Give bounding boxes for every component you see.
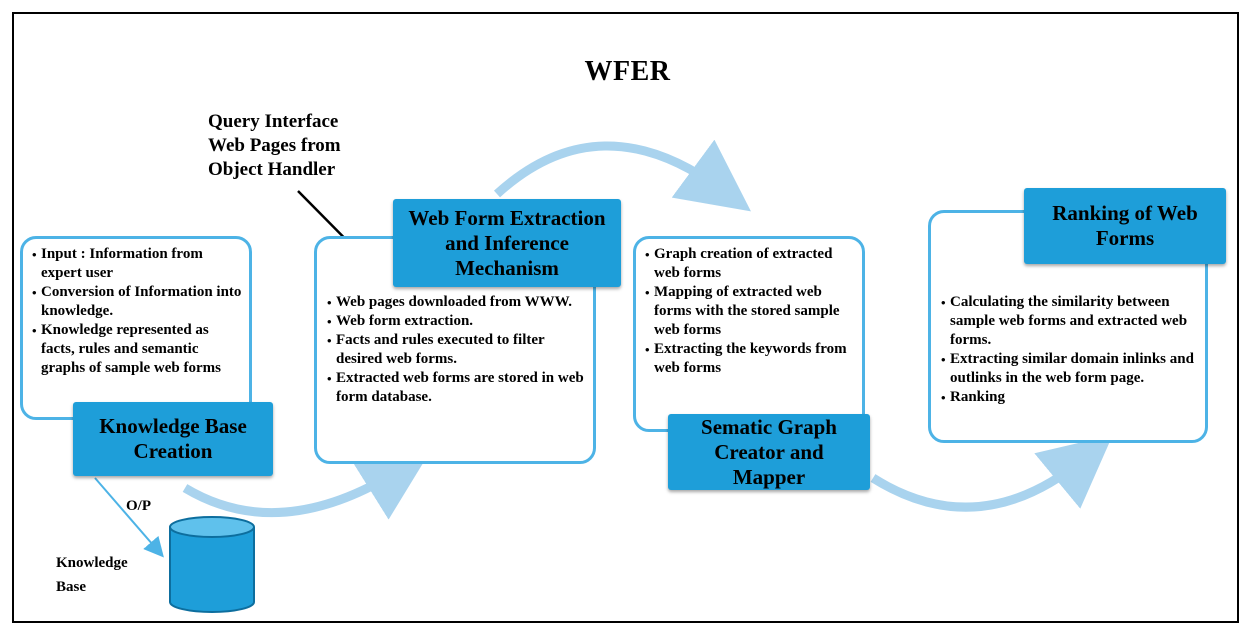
bullet-item: Web pages downloaded from WWW. bbox=[327, 293, 585, 312]
semantic-graph-creator-label: Sematic Graph Creator and Mapper bbox=[668, 414, 870, 490]
bullet-item: Knowledge represented as facts, rules an… bbox=[32, 321, 243, 378]
bullet-item: Facts and rules executed to filter desir… bbox=[327, 331, 585, 369]
bullet-item: Web form extraction. bbox=[327, 312, 585, 331]
output-label: O/P bbox=[126, 498, 151, 514]
query-interface-note: Query Interface Web Pages from Object Ha… bbox=[208, 110, 341, 182]
bullet-item: Conversion of Information into knowledge… bbox=[32, 283, 243, 321]
note-line: Query Interface bbox=[208, 111, 339, 132]
diagram-title: WFER bbox=[584, 56, 671, 87]
knowledge-base-details-box: Input : Information from expert user Con… bbox=[20, 236, 252, 420]
diagram-frame: WFER bbox=[12, 12, 1239, 623]
note-line: Web Pages from bbox=[208, 135, 341, 156]
bullet-item: Extracting similar domain inlinks and ou… bbox=[941, 350, 1197, 388]
ranking-of-web-forms-label: Ranking of Web Forms bbox=[1024, 188, 1226, 264]
bullet-item: Extracted web forms are stored in web fo… bbox=[327, 369, 585, 407]
database-cylinder-icon bbox=[169, 516, 255, 613]
bullet-item: Mapping of extracted web forms with the … bbox=[645, 283, 854, 340]
flow-arrow-3 bbox=[870, 435, 1113, 512]
knowledge-base-creation-label: Knowledge Base Creation bbox=[73, 402, 273, 476]
bullet-item: Extracting the keywords from web forms bbox=[645, 340, 854, 378]
bullet-item: Graph creation of extracted web forms bbox=[645, 245, 854, 283]
note-line: Object Handler bbox=[208, 159, 336, 180]
bullet-item: Ranking bbox=[941, 388, 1197, 407]
semantic-graph-details-box: Graph creation of extracted web forms Ma… bbox=[633, 236, 865, 432]
web-form-extraction-label: Web Form Extraction and Inference Mechan… bbox=[393, 199, 621, 287]
database-label: Knowledge Base bbox=[56, 555, 128, 595]
flow-arrow-2 bbox=[493, 139, 751, 212]
bullet-item: Input : Information from expert user bbox=[32, 245, 243, 283]
flow-arrow-1 bbox=[182, 450, 431, 520]
output-arrow bbox=[94, 477, 164, 558]
bullet-item: Calculating the similarity between sampl… bbox=[941, 293, 1197, 350]
